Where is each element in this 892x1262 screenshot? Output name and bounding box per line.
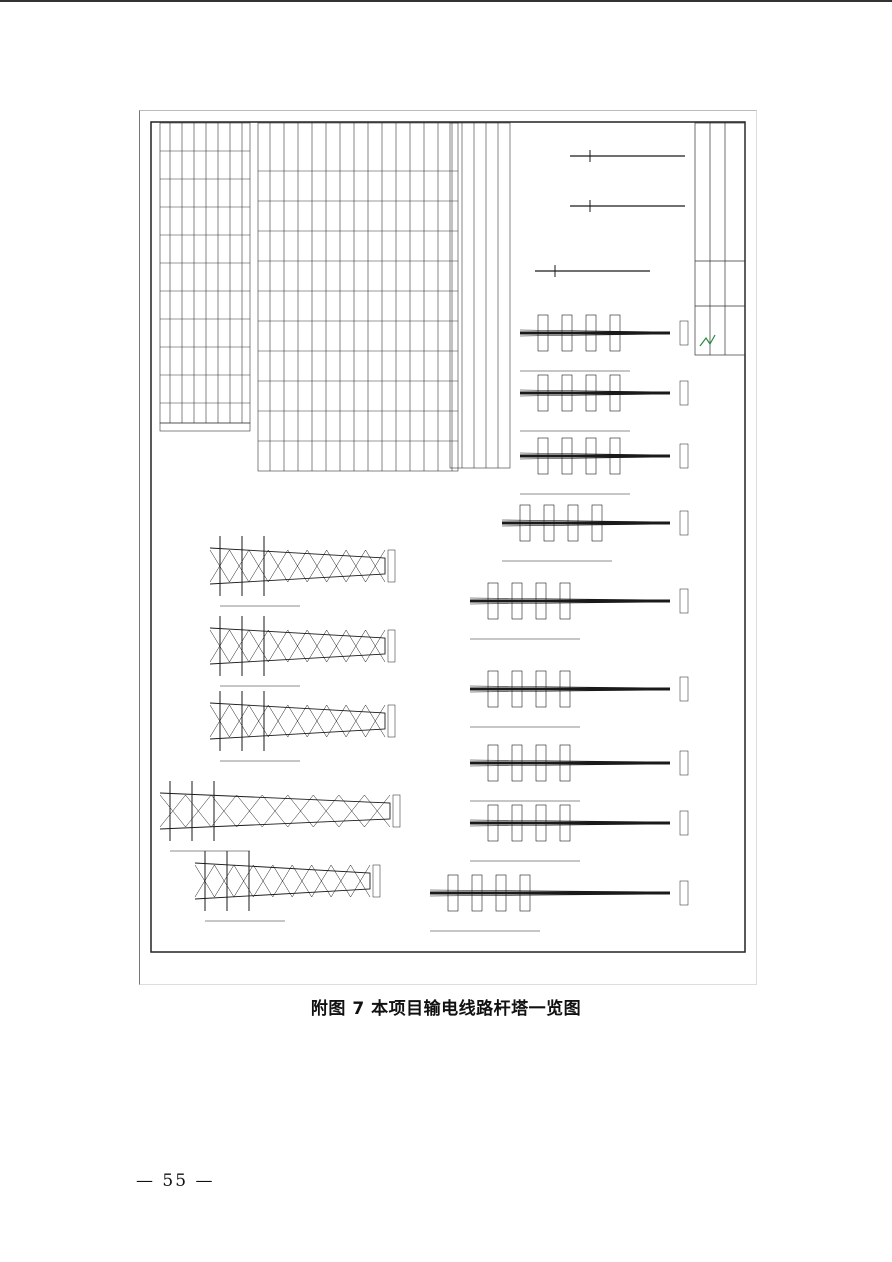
- figure-caption: 附图 7 本项目输电线路杆塔一览图: [310, 999, 582, 1019]
- top-rule: [0, 0, 892, 2]
- drawing-frame: [150, 121, 746, 953]
- tower-drawing-svg: [150, 121, 746, 953]
- tower-drawing-sheet: [139, 110, 757, 985]
- tower-elevations: [159, 150, 689, 932]
- title-block: [694, 122, 746, 356]
- tower-parameter-tables: [159, 122, 511, 472]
- page-number: — 55 —: [136, 1171, 215, 1191]
